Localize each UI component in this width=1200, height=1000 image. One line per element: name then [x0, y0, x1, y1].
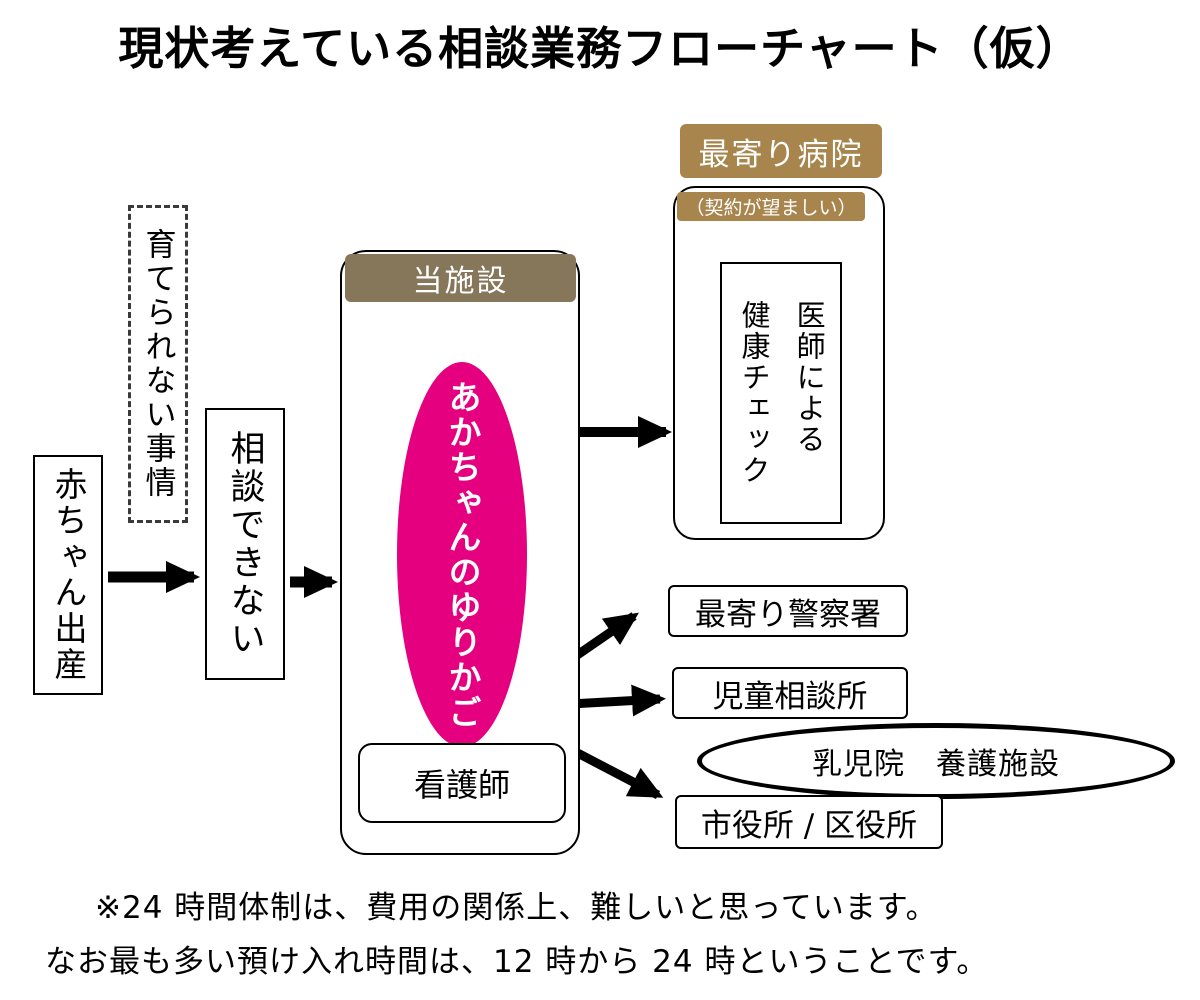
- footnote-line-1: ※24 時間体制は、費用の関係上、難しいと思っています。: [95, 890, 938, 926]
- infant-home-oval: 乳児院 養護施設: [697, 723, 1175, 799]
- child-center-box: 児童相談所: [672, 667, 908, 719]
- city-office-box: 市役所 / 区役所: [675, 795, 943, 849]
- node-cannot-consult: 相談できない: [205, 408, 285, 680]
- cradle-ellipse: あかちゃんのゆりかご: [397, 362, 527, 747]
- facility-header: 当施設: [345, 254, 576, 302]
- arrow-facility-to-child-center: [569, 684, 666, 717]
- hospital-header: 最寄り病院: [680, 124, 882, 178]
- footnote-line-2: なお最も多い預け入れ時間は、12 時から 24 時ということです。: [45, 944, 989, 980]
- police-box: 最寄り警察署: [668, 585, 908, 637]
- node-circumstances: 育てられない事情: [128, 205, 188, 523]
- arrow-facility-to-city-office: [565, 744, 664, 799]
- health-check-box: 医師による 健康チェック: [720, 262, 842, 524]
- nurse-box: 看護師: [358, 743, 566, 823]
- hospital-contract-note: （契約が望ましい）: [677, 192, 865, 221]
- page-title: 現状考えている相談業務フローチャート（仮）: [118, 22, 1082, 75]
- node-baby-birth: 赤ちゃん出産: [33, 455, 103, 695]
